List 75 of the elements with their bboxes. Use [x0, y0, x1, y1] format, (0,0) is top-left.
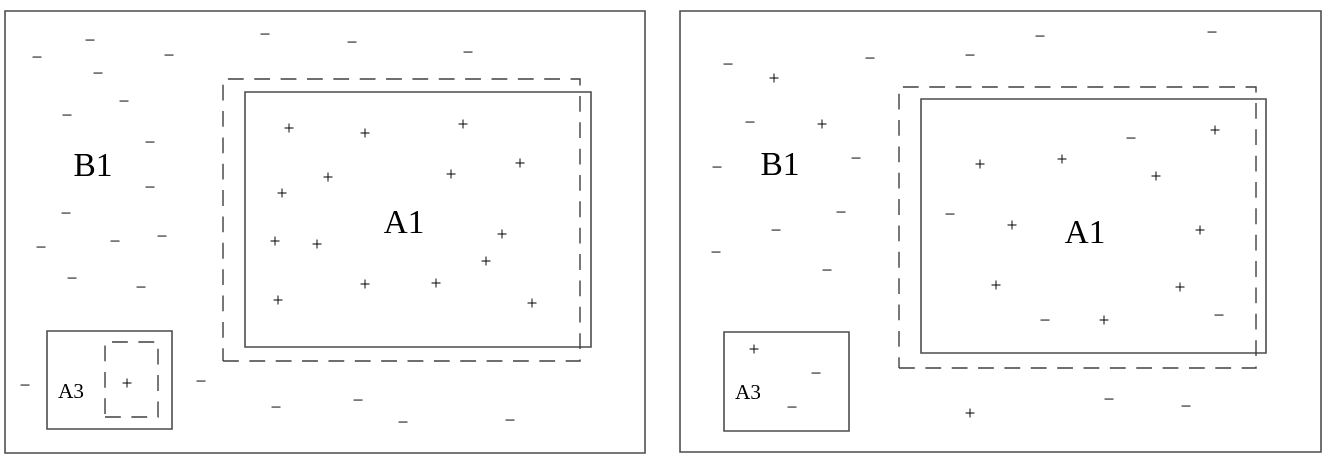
- charge-sign: −: [505, 419, 515, 421]
- charge-sign: −: [353, 399, 363, 401]
- charge-sign: −: [62, 114, 72, 116]
- charge-sign: −: [164, 54, 174, 56]
- charge-sign: +: [1195, 225, 1205, 235]
- charge-sign: +: [527, 298, 537, 308]
- charge-sign: +: [458, 119, 468, 129]
- charge-sign: +: [769, 73, 779, 83]
- charge-sign: −: [136, 286, 146, 288]
- charge-sign: +: [277, 188, 287, 198]
- charge-sign: +: [817, 119, 827, 129]
- dashed-box: [104, 341, 159, 418]
- charge-sign: −: [260, 33, 270, 35]
- charge-sign: −: [32, 56, 42, 58]
- charge-sign: −: [1207, 31, 1217, 33]
- charge-sign: −: [965, 54, 975, 56]
- charge-sign: +: [497, 229, 507, 239]
- dashed-box: [222, 78, 581, 362]
- charge-sign: −: [1181, 405, 1191, 407]
- charge-sign: −: [822, 269, 832, 271]
- charge-sign: −: [945, 213, 955, 215]
- charge-sign: −: [67, 277, 77, 279]
- charge-sign: −: [398, 421, 408, 423]
- charge-sign: −: [85, 39, 95, 41]
- charge-sign: −: [347, 41, 357, 43]
- charge-sign: −: [110, 240, 120, 242]
- charge-sign: −: [61, 212, 71, 214]
- charge-sign: −: [119, 100, 129, 102]
- charge-sign: +: [1007, 220, 1017, 230]
- charge-sign: −: [723, 63, 733, 65]
- charge-sign: +: [323, 172, 333, 182]
- charge-sign: +: [312, 239, 322, 249]
- charge-sign: −: [157, 235, 167, 237]
- charge-sign: +: [1175, 282, 1185, 292]
- charge-sign: −: [36, 246, 46, 248]
- charge-sign: +: [481, 256, 491, 266]
- charge-sign: −: [1035, 35, 1045, 37]
- charge-sign: −: [145, 186, 155, 188]
- charge-sign: +: [270, 236, 280, 246]
- charge-sign: −: [811, 372, 821, 374]
- charge-sign: −: [836, 211, 846, 213]
- charge-sign: −: [851, 157, 861, 159]
- dashed-box: [898, 86, 1257, 369]
- charge-sign: −: [196, 380, 206, 382]
- charge-sign: −: [787, 406, 797, 408]
- charge-sign: +: [515, 158, 525, 168]
- charge-sign: −: [745, 121, 755, 123]
- charge-sign: −: [93, 72, 103, 74]
- charge-sign: −: [1040, 319, 1050, 321]
- charge-sign: +: [965, 408, 975, 418]
- charge-sign: +: [1057, 154, 1067, 164]
- charge-sign: −: [712, 166, 722, 168]
- charge-sign: +: [122, 378, 132, 388]
- charge-sign: +: [284, 123, 294, 133]
- charge-sign: −: [771, 229, 781, 231]
- charge-sign: +: [1210, 125, 1220, 135]
- charge-sign: −: [865, 57, 875, 59]
- charge-sign: −: [463, 51, 473, 53]
- charge-sign: −: [1126, 137, 1136, 139]
- charge-sign: −: [711, 251, 721, 253]
- charge-sign: +: [446, 169, 456, 179]
- charge-sign: −: [1214, 314, 1224, 316]
- charge-sign: −: [271, 406, 281, 408]
- charge-sign: +: [360, 279, 370, 289]
- charge-sign: +: [991, 280, 1001, 290]
- charge-sign: +: [431, 278, 441, 288]
- charge-sign: +: [1151, 171, 1161, 181]
- charge-sign: +: [975, 159, 985, 169]
- charge-sign: +: [360, 128, 370, 138]
- charge-sign: −: [1104, 398, 1114, 400]
- charge-sign: +: [1099, 315, 1109, 325]
- charge-sign: +: [749, 344, 759, 354]
- charge-sign: +: [273, 295, 283, 305]
- charge-sign: −: [20, 384, 30, 386]
- charge-sign: −: [145, 141, 155, 143]
